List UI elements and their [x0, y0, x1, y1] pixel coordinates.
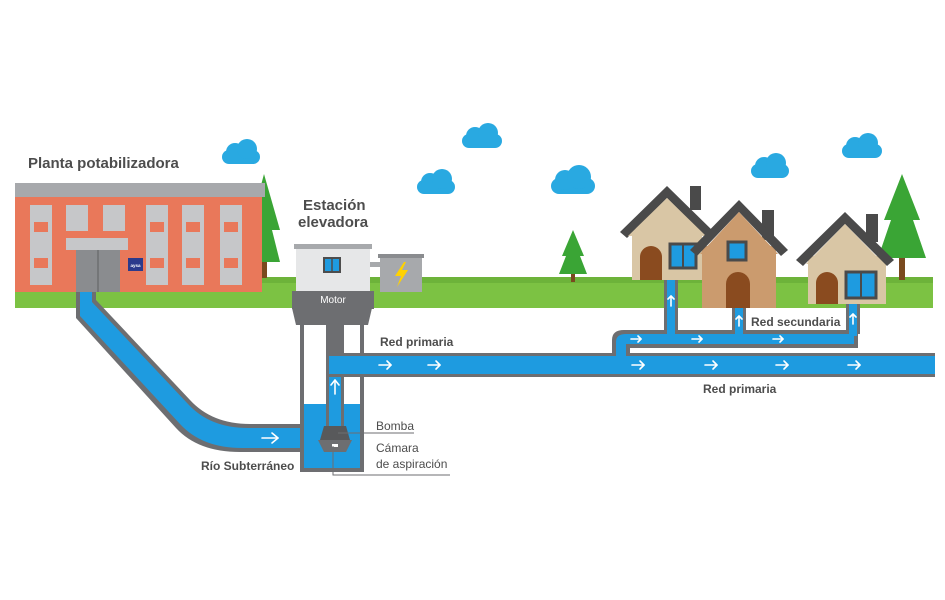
plant-label: Planta potabilizadora — [28, 155, 180, 172]
cloud-icon — [751, 153, 789, 178]
motor-label: Motor — [320, 295, 346, 306]
flow-arrow-icon — [775, 360, 789, 370]
station-label-line1: Estación — [303, 197, 366, 214]
station-label-line2: elevadora — [298, 214, 369, 231]
house-1 — [620, 186, 714, 280]
flow-arrow-icon — [849, 313, 857, 325]
red-secundaria-label: Red secundaria — [751, 315, 841, 329]
house-3 — [796, 212, 894, 304]
flow-arrow-icon — [157, 352, 174, 371]
clouds — [222, 123, 882, 194]
flow-arrow-icon — [427, 360, 441, 370]
flow-arrow-icon — [631, 360, 645, 370]
flow-arrow-icon — [691, 335, 703, 343]
lightning-icon — [395, 262, 408, 287]
red-primaria-top-label: Red primaria — [380, 335, 454, 349]
cloud-icon — [551, 165, 595, 194]
red-primaria-bottom-label: Red primaria — [703, 382, 777, 396]
flow-arrow-icon — [772, 335, 784, 343]
cloud-icon — [417, 169, 455, 194]
camara-label-line2: de aspiración — [376, 457, 447, 471]
camara-label-line1: Cámara — [376, 441, 419, 455]
flow-arrow-icon — [330, 379, 340, 395]
bomba-label: Bomba — [376, 419, 414, 433]
cloud-icon — [462, 123, 502, 148]
house-window — [726, 240, 748, 262]
pump — [318, 426, 352, 452]
flow-arrows — [157, 295, 861, 444]
flow-arrow-icon — [667, 295, 675, 307]
grass-dark-strip — [15, 277, 933, 283]
cloud-icon — [842, 133, 882, 158]
inflow-pipe — [76, 292, 308, 452]
plant-sign — [128, 258, 143, 271]
pumping-station: Motor — [292, 244, 424, 325]
cloud-icon — [222, 139, 260, 164]
callout-lines — [332, 330, 840, 476]
tree-icon — [878, 174, 926, 280]
flow-arrow-icon — [630, 335, 642, 343]
flow-arrow-icon — [704, 360, 718, 370]
rio-label: Río Subterráneo — [201, 459, 294, 473]
flow-arrow-icon — [847, 360, 861, 370]
flow-arrow-icon — [261, 432, 279, 444]
house-2 — [690, 200, 788, 308]
tree-icon — [559, 230, 587, 282]
treatment-plant: aysa — [15, 183, 265, 292]
flow-arrow-icon — [378, 360, 392, 370]
flow-arrow-icon — [735, 315, 743, 327]
primary-pipe — [326, 353, 935, 377]
plant-sign-text: aysa — [130, 263, 141, 268]
